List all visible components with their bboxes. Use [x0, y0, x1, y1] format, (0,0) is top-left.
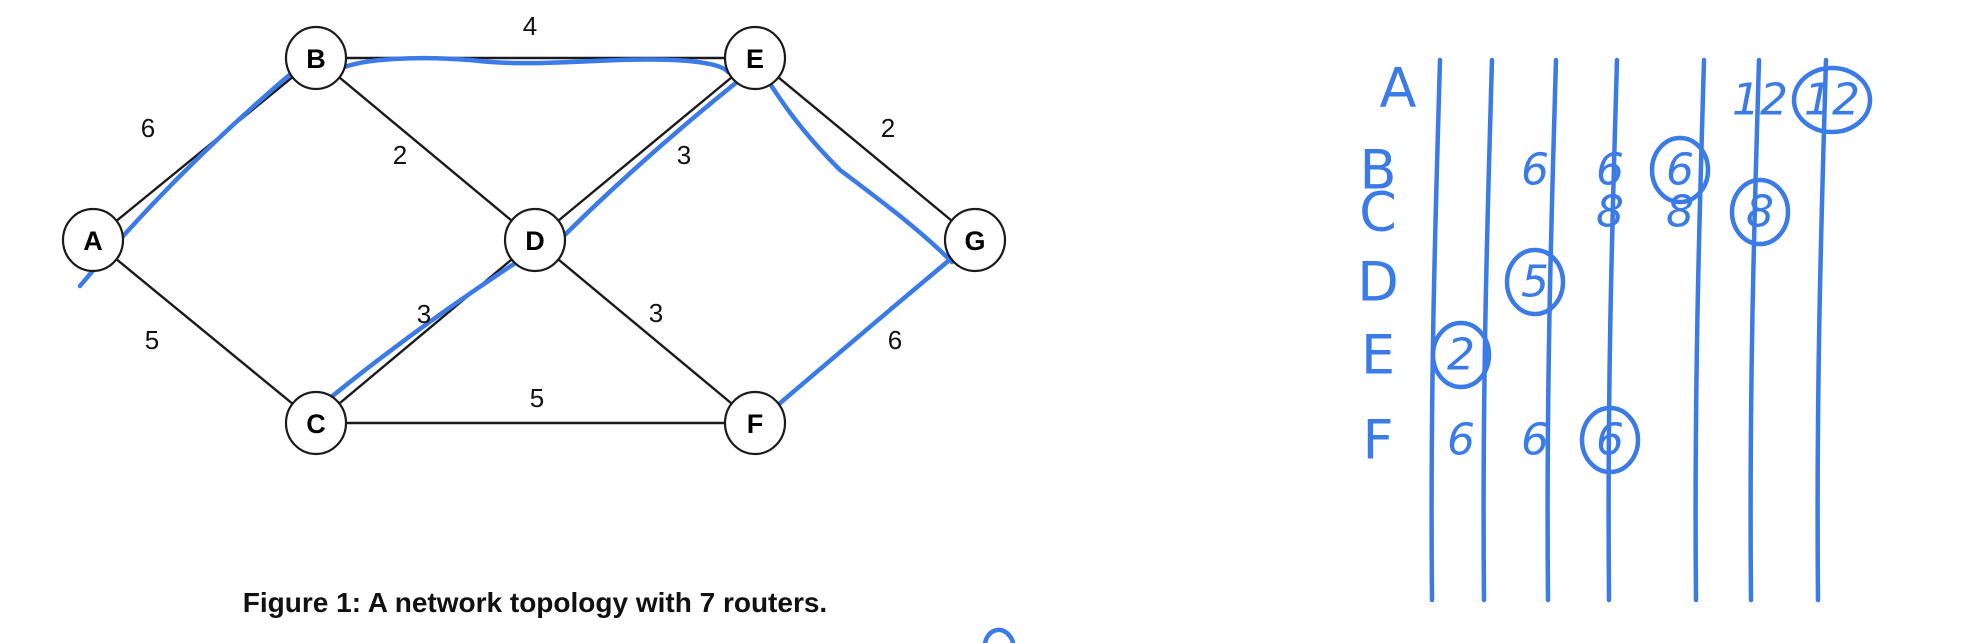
- edge-weight-F-G: 6: [888, 325, 902, 355]
- cell-value-C-col4: 8: [1666, 187, 1694, 238]
- row-label-C: C: [1359, 181, 1397, 244]
- cell-value-C-col5: 8: [1746, 187, 1774, 238]
- cell-value-A-col5: 12: [1732, 75, 1788, 126]
- router-circle: [943, 207, 1007, 273]
- edge-E-G: [754, 57, 976, 241]
- edge-D-E: [534, 57, 756, 241]
- nodes-layer: A B C D E F G: [61, 25, 1007, 456]
- column-separator: [1545, 57, 1559, 603]
- ink-stray-mark: [982, 627, 1016, 643]
- circled-minimum: [1729, 177, 1791, 247]
- router-circle: [503, 207, 567, 273]
- circled-minimum: [1504, 247, 1566, 317]
- cell-value-F-col2: 6: [1521, 415, 1549, 466]
- router-label: D: [525, 226, 545, 256]
- column-separator: [1429, 57, 1443, 603]
- circled-minimum: [1791, 65, 1873, 135]
- cell-value-B-col2: 6: [1521, 145, 1549, 196]
- router-node-B: B: [284, 25, 348, 91]
- column-separator: [1481, 57, 1495, 603]
- router-label: F: [747, 409, 764, 439]
- router-node-G: G: [943, 207, 1007, 273]
- figure-caption: Figure 1: A network topology with 7 rout…: [243, 587, 827, 618]
- row-label-D: D: [1357, 251, 1399, 314]
- edge-weight-C-D: 3: [417, 299, 431, 329]
- edge-weight-D-E: 3: [677, 140, 691, 170]
- router-node-A: A: [61, 207, 125, 273]
- router-node-F: F: [723, 390, 787, 456]
- cell-value-F-col3: 6: [1596, 415, 1624, 466]
- router-circle: [284, 390, 348, 456]
- cell-value-B-col4: 6: [1666, 145, 1694, 196]
- edge-weight-A-B: 6: [141, 113, 155, 143]
- cell-value-D-col2: 5: [1521, 257, 1549, 308]
- edge-A-C: [92, 239, 317, 424]
- router-node-E: E: [723, 25, 787, 91]
- column-separator: [1606, 57, 1620, 603]
- router-node-C: C: [284, 390, 348, 456]
- edge-D-F: [534, 239, 756, 424]
- highlight-stroke-B-E: [335, 55, 731, 75]
- router-node-D: D: [503, 207, 567, 273]
- edge-weight-D-F: 3: [649, 298, 663, 328]
- edge-B-D: [315, 57, 536, 241]
- circled-minimum: [1430, 320, 1492, 390]
- column-separator: [1748, 57, 1762, 603]
- highlight-stroke-E-G: [757, 65, 955, 265]
- cell-value-F-col1: 6: [1447, 415, 1475, 466]
- edge-weight-B-E: 4: [523, 11, 537, 41]
- router-label: A: [83, 226, 103, 256]
- edge-weight-B-D: 2: [393, 140, 407, 170]
- router-circle: [61, 207, 125, 273]
- edge-weight-C-F: 5: [530, 383, 544, 413]
- column-separator: [1693, 57, 1707, 603]
- highlight-stroke-G-F: [769, 243, 969, 413]
- cell-value-B-col3: 6: [1596, 145, 1624, 196]
- row-label-A: A: [1380, 57, 1417, 120]
- edge-weights-layer: 6 5 4 2 3 5 3 3 2 6: [141, 11, 902, 413]
- router-label: C: [306, 409, 326, 439]
- row-label-E: E: [1361, 324, 1395, 387]
- router-circle: [723, 390, 787, 456]
- router-label: B: [306, 44, 326, 74]
- highlight-stroke-E-D: [535, 67, 755, 265]
- row-label-F: F: [1362, 409, 1393, 472]
- row-label-B: B: [1359, 139, 1396, 202]
- column-separator: [1815, 57, 1829, 603]
- router-circle: [723, 25, 787, 91]
- router-circle: [284, 25, 348, 91]
- router-label: G: [964, 226, 985, 256]
- highlight-stroke-D-C: [327, 255, 526, 401]
- circled-minimum: [1649, 135, 1711, 205]
- edge-weight-A-C: 5: [145, 325, 159, 355]
- cell-value-A-col6: 12: [1804, 75, 1860, 126]
- edge-weight-E-G: 2: [881, 113, 895, 143]
- circled-minimum: [1579, 405, 1641, 475]
- edge-C-D: [315, 239, 536, 424]
- cell-value-E-col1: 2: [1447, 330, 1475, 381]
- cell-value-C-col3: 8: [1596, 187, 1624, 238]
- router-label: E: [746, 44, 764, 74]
